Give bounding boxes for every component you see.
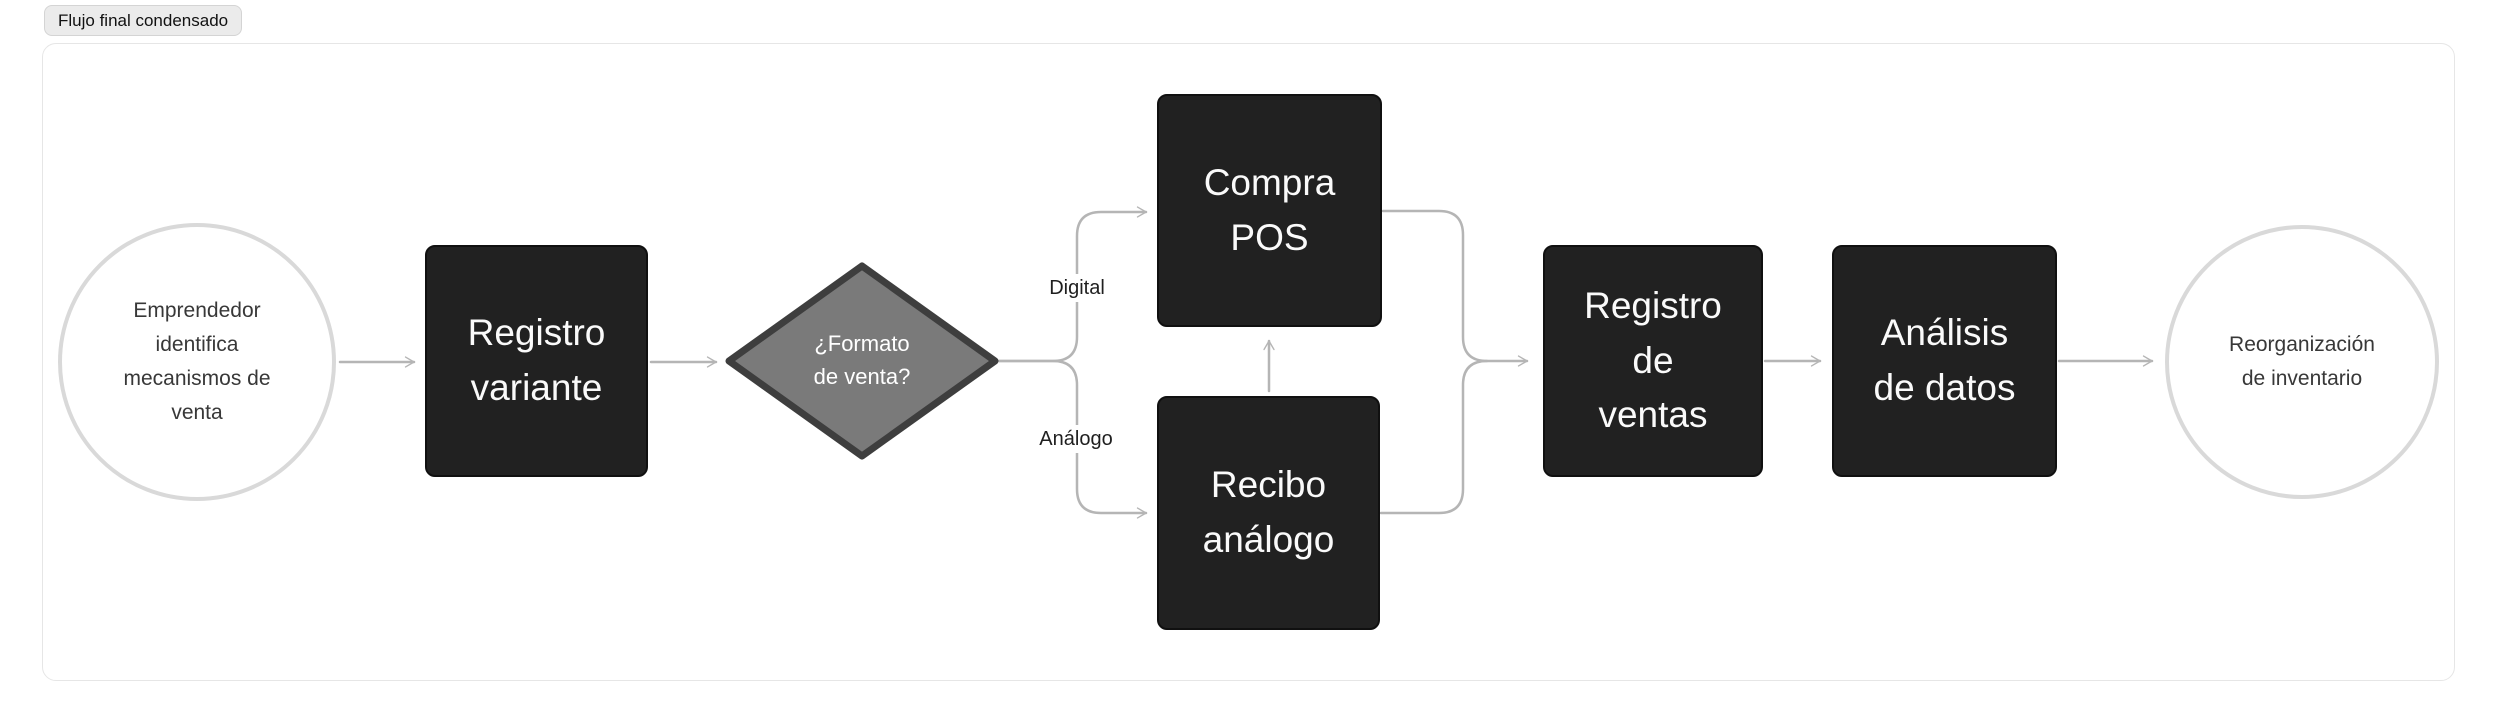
node-registro-ventas[interactable]: Registro de ventas — [1543, 245, 1763, 477]
diagram-title-badge[interactable]: Flujo final condensado — [44, 5, 243, 37]
node-registro-variante[interactable]: Registro variante — [425, 245, 648, 477]
node-analisis-datos[interactable]: Análisis de datos — [1832, 245, 2057, 477]
node-start[interactable]: Emprendedor identifica mecanismos de ven… — [58, 223, 336, 501]
edge-recibo-analogo-to-registro-ventas — [1379, 359, 1489, 515]
node-recibo-analogo[interactable]: Recibo análogo — [1157, 396, 1380, 630]
node-end[interactable]: Reorganización de inventario — [2165, 225, 2439, 499]
decision-label: ¿Formato de venta? — [813, 331, 911, 389]
edge-label-analogo[interactable]: Análogo — [1033, 425, 1119, 453]
edge-compra-pos-to-registro-ventas — [1381, 209, 1529, 367]
node-compra-pos[interactable]: Compra POS — [1157, 94, 1382, 327]
decision-diamond-shape[interactable] — [725, 262, 999, 460]
edge-label-digital[interactable]: Digital — [1043, 274, 1111, 302]
